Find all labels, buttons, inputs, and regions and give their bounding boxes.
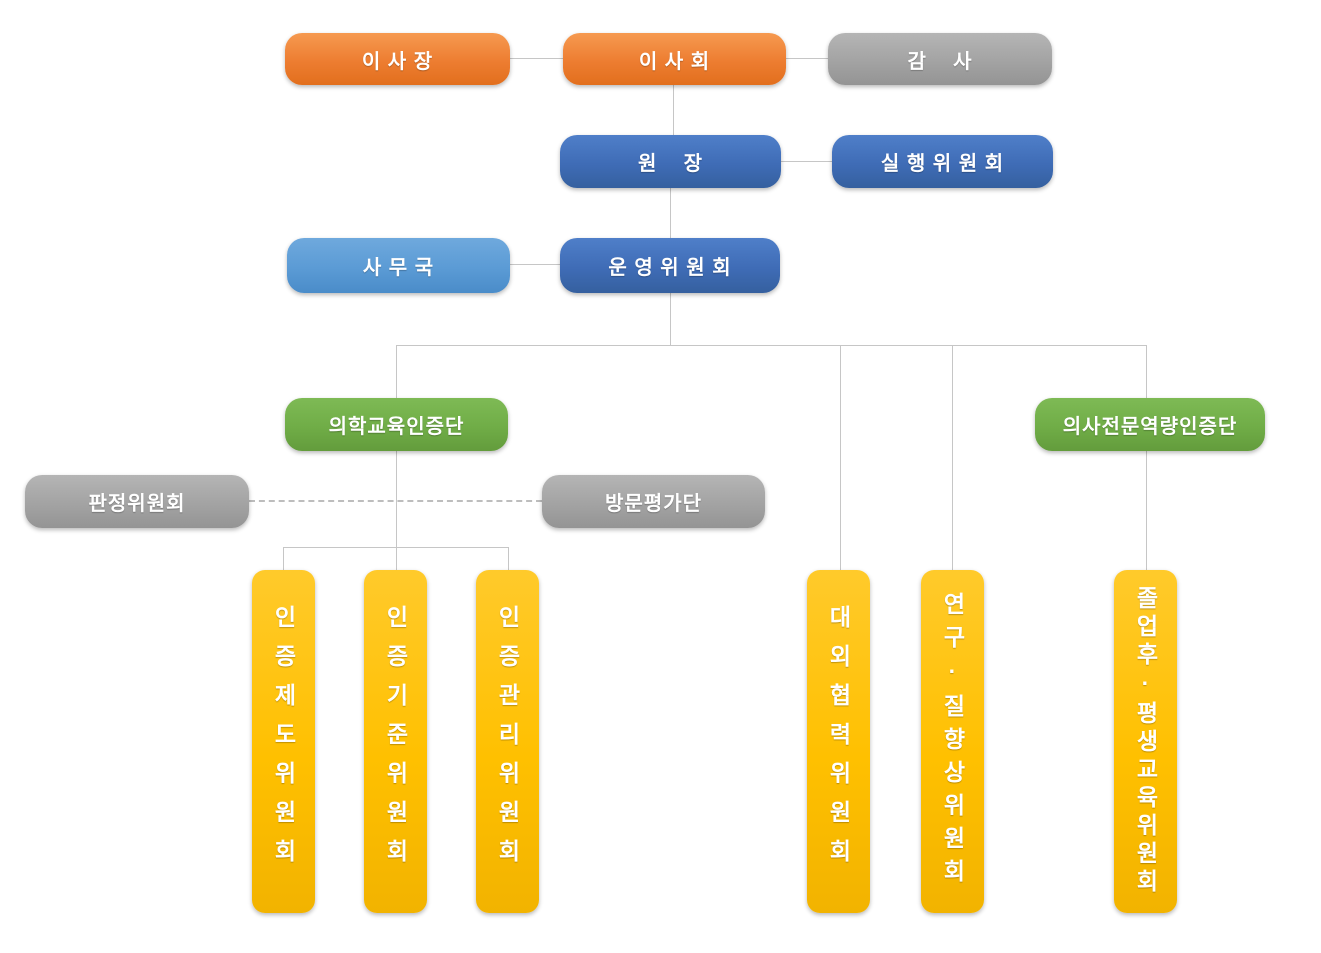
node-executive-committee: 실 행 위 원 회 xyxy=(832,135,1053,188)
node-medical-education-accreditation-unit: 의학교육인증단 xyxy=(285,398,508,451)
node-research-quality-improvement-committee: 연구·질향상위원회 xyxy=(921,570,984,913)
node-steering-committee: 운 영 위 원 회 xyxy=(560,238,780,293)
node-certsystem-label: 인증제도위원회 xyxy=(270,605,297,878)
node-certmgmt-label: 인증관리위원회 xyxy=(494,605,521,878)
node-certstd-label: 인증기준위원회 xyxy=(382,605,409,878)
connector-secretariat-steering xyxy=(510,264,560,265)
node-research-label: 연구·질향상위원회 xyxy=(939,591,966,892)
node-auditor: 감 사 xyxy=(828,33,1052,85)
node-judgment-label: 판정위원회 xyxy=(88,493,186,515)
node-secretariat-label: 사 무 국 xyxy=(362,257,435,279)
connector-drop-certsystem xyxy=(283,547,284,570)
node-judgment-committee: 판정위원회 xyxy=(25,475,249,528)
connector-judgment-sitevisit-dashed xyxy=(249,500,542,502)
connector-board-president xyxy=(673,85,674,135)
connector-subcommittee-bar xyxy=(283,547,509,548)
node-sitevisit-label: 방문평가단 xyxy=(605,493,702,515)
node-accreditation-management-committee: 인증관리위원회 xyxy=(476,570,539,913)
node-physician-competency-accreditation-unit: 의사전문역량인증단 xyxy=(1035,398,1265,451)
node-physcomp-label: 의사전문역량인증단 xyxy=(1062,416,1238,438)
node-chairman: 이 사 장 xyxy=(285,33,510,85)
node-board-of-directors: 이 사 회 xyxy=(563,33,786,85)
node-postgrad-label: 졸업후·평생교육위원회 xyxy=(1132,586,1159,897)
node-secretariat: 사 무 국 xyxy=(287,238,510,293)
node-president: 원 장 xyxy=(560,135,781,188)
node-board-label: 이 사 회 xyxy=(638,50,711,73)
connector-mededu-drop xyxy=(396,451,397,570)
node-extcoop-label: 대외협력위원회 xyxy=(825,605,852,878)
connector-president-steering xyxy=(670,188,671,238)
node-external-cooperation-committee: 대외협력위원회 xyxy=(807,570,870,913)
node-site-visit-team: 방문평가단 xyxy=(542,475,765,528)
node-postgraduate-lifelong-education-committee: 졸업후·평생교육위원회 xyxy=(1114,570,1177,913)
connector-chairman-board xyxy=(510,58,563,59)
connector-drop-research xyxy=(952,345,953,570)
node-accreditation-system-committee: 인증제도위원회 xyxy=(252,570,315,913)
node-chairman-label: 이 사 장 xyxy=(361,50,434,73)
node-mededu-label: 의학교육인증단 xyxy=(328,416,465,438)
connector-drop-certmgmt xyxy=(508,547,509,570)
node-accreditation-standards-committee: 인증기준위원회 xyxy=(364,570,427,913)
node-auditor-label: 감 사 xyxy=(907,50,973,73)
node-president-label: 원 장 xyxy=(637,153,704,175)
connector-board-auditor xyxy=(786,58,828,59)
connector-drop-extcoop xyxy=(840,345,841,570)
connector-steering-drop xyxy=(670,293,671,346)
connector-president-executive xyxy=(781,161,832,162)
connector-physcomp-postgrad xyxy=(1146,451,1147,570)
node-steering-committee-label: 운 영 위 원 회 xyxy=(608,257,732,279)
node-executive-committee-label: 실 행 위 원 회 xyxy=(880,153,1005,175)
connector-distribution-bar xyxy=(396,345,1146,346)
connector-drop-physcomp xyxy=(1146,345,1147,398)
connector-drop-mededu xyxy=(396,345,397,398)
